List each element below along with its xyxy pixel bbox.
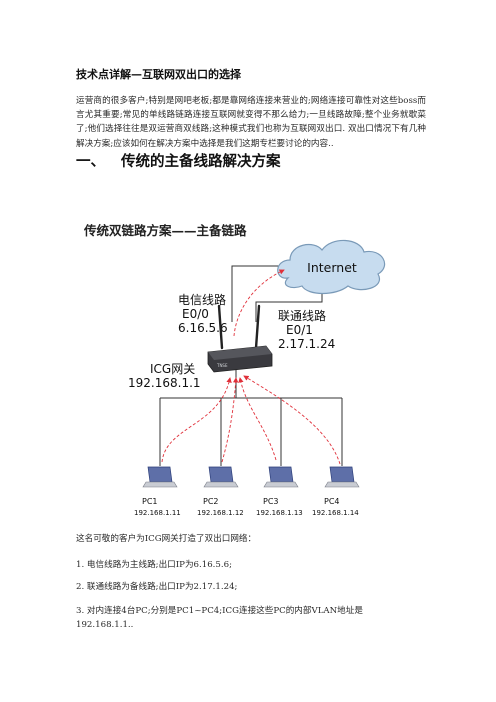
- unicom-label: 联通线路: [278, 308, 326, 323]
- telecom-port: E0/0: [182, 307, 209, 321]
- traffic-arrow-pc2: [221, 377, 239, 463]
- laptop-pc3-icon: [263, 466, 299, 488]
- network-diagram-svg: Internet 电信线路 E0/0 6.16.5.6 联通线路 E0/1 2.…: [128, 239, 386, 517]
- laptop-pc1-icon: [142, 466, 178, 488]
- internet-cloud-icon: Internet: [277, 239, 386, 295]
- laptop-pc4-icon: [324, 466, 360, 488]
- page-title: 技术点详解—互联网双出口的选择: [76, 68, 241, 81]
- body-line-3: 2. 联通线路为备线路;出口IP为2.17.1.24;: [76, 582, 238, 592]
- unicom-port: E0/1: [286, 323, 313, 337]
- traffic-arrow-pc3: [238, 377, 277, 461]
- traffic-arrow-internet: [233, 269, 285, 337]
- pc1-ip: 192.168.1.11: [134, 509, 181, 517]
- pc2-name: PC2: [203, 497, 219, 506]
- pc2-ip: 192.168.1.12: [197, 509, 244, 517]
- body-line-5: 192.168.1.1..: [76, 620, 134, 630]
- section-heading: 一、传统的主备线路解决方案: [76, 150, 281, 171]
- pc3-ip: 192.168.1.13: [256, 509, 303, 517]
- body-line-1: 这名可敬的客户为ICG网关打造了双出口网络：: [76, 534, 257, 544]
- section-title-text: 传统的主备线路解决方案: [121, 154, 281, 170]
- intro-paragraph: 运营商的很多客户;特别是网吧老板;都是靠网络连接来营业的;网络连接可靠性对这些b…: [76, 96, 426, 149]
- section-number: 一、: [76, 154, 105, 170]
- pc3-name: PC3: [263, 497, 279, 506]
- body-line-4: 3. 对内连接4台PC;分别是PC1~PC4;ICG连接这些PC的内部VLAN地…: [76, 606, 363, 616]
- telecom-wire: [231, 265, 288, 322]
- telecom-label: 电信线路: [178, 292, 226, 307]
- unicom-ip: 2.17.1.24: [278, 337, 335, 351]
- laptop-pc2-icon: [203, 466, 239, 488]
- pc4-ip: 192.168.1.14: [312, 509, 359, 517]
- telecom-ip: 6.16.5.6: [178, 321, 228, 335]
- gateway-ip: 192.168.1.1: [128, 376, 201, 390]
- diagram-title: 传统双链路方案——主备链路: [84, 223, 247, 238]
- router-brand: TNSE: [216, 363, 228, 368]
- router-icon: TNSE: [207, 304, 273, 373]
- gateway-name: ICG网关: [150, 362, 195, 376]
- pc4-name: PC4: [324, 497, 340, 506]
- pc1-name: PC1: [142, 497, 158, 506]
- traffic-arrow-pc1: [161, 377, 232, 463]
- body-line-2: 1. 电信线路为主线路;出口IP为6.16.5.6;: [76, 560, 232, 570]
- traffic-arrow-pc4: [243, 375, 341, 465]
- internet-label: Internet: [307, 260, 357, 275]
- network-diagram: 传统双链路方案——主备链路 Internet 电信线路 E0/0 6.16.5.…: [70, 176, 440, 530]
